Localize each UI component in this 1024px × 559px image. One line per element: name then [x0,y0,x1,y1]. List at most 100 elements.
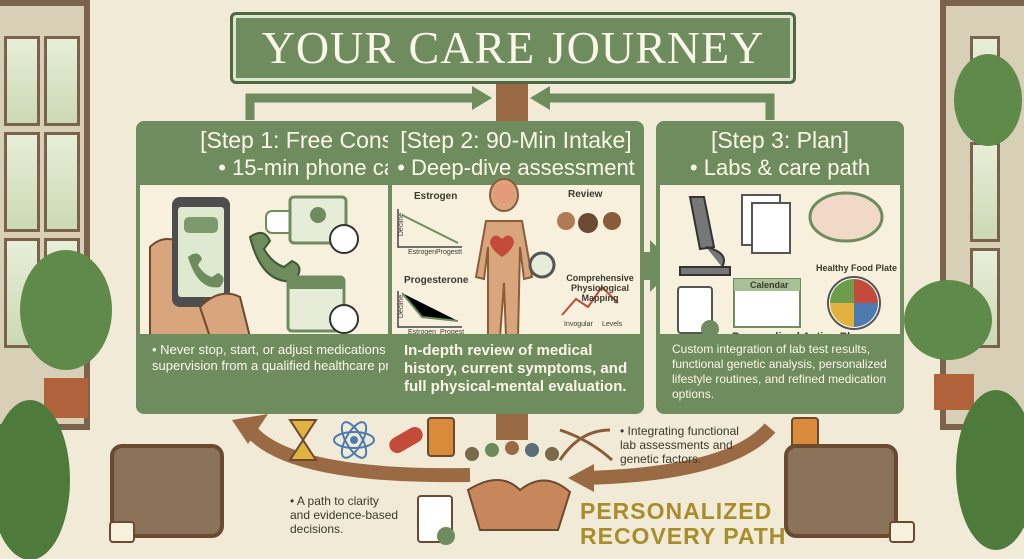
axis-label: Estrogen [408,329,437,336]
arrow-head [472,86,492,110]
dna-icon [558,428,614,462]
window-pane [970,142,1000,242]
bottom-left-loop-arrow [244,425,471,483]
title-banner [230,12,796,84]
chat-bubble-icon [184,217,218,233]
doctor-icon [557,212,575,230]
step3-footer-text: Custom integration of lab test results, … [672,342,887,401]
food-plate-section [854,303,878,327]
handshake-icon [466,479,572,531]
step2-subtitle: • Deep-dive assessment [397,155,635,180]
petri-dish-icon [808,191,884,243]
axis-label: Estrogen [408,249,437,256]
step1-title: [Step 1: Free Consult] [200,127,424,153]
step3-panel: [Step 3: Plan] • Labs & care path Calend… [656,121,904,414]
step2-header: [Step 2: 90-Min Intake] • Deep-dive asse… [392,125,640,185]
step1-footer-text: • Never stop, start, or adjust medicatio… [152,342,466,373]
step3-subtitle: • Labs & care path [689,155,871,180]
coffee-cup-icon [109,521,135,543]
recovery-path-label: PERSONALIZED RECOVERY PATH [580,499,786,549]
magnifier-icon [528,251,556,279]
armchair-icon [110,444,224,538]
doctor-icon [578,213,598,233]
checkmark-icon [701,320,719,338]
coffee-cup-icon [889,521,915,543]
top-loop-arrow [245,93,480,120]
human-body-icon [474,178,534,338]
food-plate-section [830,279,854,303]
hand-icon [198,292,252,338]
plant-icon [956,390,1024,550]
mapping-label: Comprehensive Physiological Mapping [566,273,634,303]
step1-subtitle: • 15-min phone call [218,155,406,180]
checkmark-icon [437,527,455,545]
step3-title: [Step 3: Plan] [710,127,850,153]
axis-label: Progest [440,329,465,336]
window-pane [44,132,80,232]
phone-handset-icon [248,231,301,283]
review-label: Review [568,189,603,200]
heart-icon [490,235,514,257]
step3-header: [Step 3: Plan] • Labs & care path [660,125,900,185]
bottom-right-loop-arrow [584,423,776,485]
brain-icon [494,183,514,203]
phone-consult-illustration [149,195,359,338]
window-pane [4,132,40,232]
axis-label: Invogular [564,321,593,328]
microscope-icon [679,196,731,276]
page-title: YOUR CARE JOURNEY [261,22,765,73]
calendar-label: Calendar [750,280,789,290]
plant-pot-icon [934,374,974,410]
estrogen-trend [401,214,459,244]
food-plate-section [830,303,854,327]
capsule-icon [389,427,423,453]
atom-icon [333,421,375,459]
calendar-header [288,277,344,289]
food-plate-section [854,279,878,303]
window-pane [4,36,40,126]
plant-icon [20,250,112,370]
body-assessment-illustration [397,178,621,338]
step2-title: [Step 2: 90-Min Intake] [400,127,632,153]
phone-handset-icon [188,253,224,288]
estrogen-label: Estrogen [414,191,458,202]
progesterone-label: Progesterone [404,275,469,286]
axis-label: Progestt [436,249,463,256]
arrow-head [568,464,594,492]
lab-report-icon [751,202,791,254]
clarity-caption: • A path to clarity and evidence-based d… [290,494,399,536]
progesterone-chart [397,291,462,328]
plant-pot-icon [44,378,88,418]
doctor-icon [603,212,621,230]
top-loop-arrow-right [540,93,775,120]
integrating-caption: • Integrating functional lab assessments… [620,424,739,466]
step2-footer: In-depth review of medical history, curr… [392,334,640,410]
clipboard-icon [677,286,713,334]
window-pane [44,36,80,126]
lab-plan-illustration [677,191,884,338]
estrogen-chart [397,209,462,248]
recovery-line-2: RECOVERY PATH [580,523,787,549]
step3-footer: Custom integration of lab test results, … [660,334,900,410]
rx-bottle-icon [427,417,455,457]
clock-icon [329,224,359,254]
step2-panel: [Step 2: 90-Min Intake] • Deep-dive asse… [388,121,644,414]
clock-icon [329,304,359,334]
arrow-head [530,86,550,110]
progesterone-trend [401,292,459,322]
arrow-head [232,414,268,444]
step2-footer-text: In-depth review of medical history, curr… [404,342,628,395]
recovery-line-1: PERSONALIZED [580,498,773,524]
axis-label: Levels [602,321,623,328]
plant-icon [904,280,992,360]
hanging-plant-icon [954,54,1022,146]
hourglass-icon [288,419,318,461]
armchair-icon [784,444,898,538]
person-icon [310,207,326,223]
food-plate-label: Healthy Food Plate [816,263,898,273]
plant-icon [0,400,70,559]
calendar-header [734,279,800,291]
people-group-icon [465,441,559,461]
